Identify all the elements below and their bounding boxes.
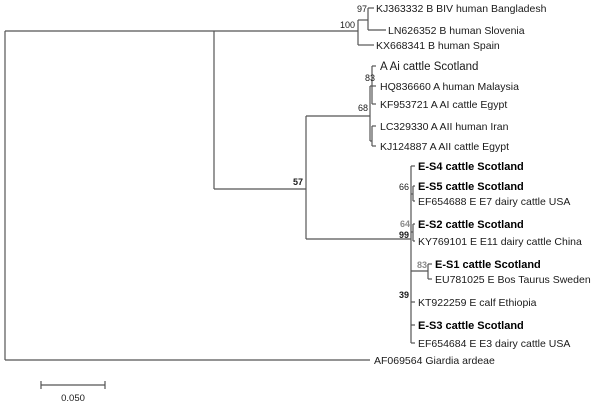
leaf-E-S4: E-S4 cattle Scotland [418, 161, 524, 173]
bootstrap-value: 97 [357, 4, 367, 14]
bootstrap-value: 57 [293, 177, 303, 187]
bootstrap-value: 99 [399, 230, 409, 240]
leaf-E-S3: E-S3 cattle Scotland [418, 320, 524, 332]
leaf-LN626352: LN626352 B human Slovenia [388, 25, 525, 37]
leaf-KY769101: KY769101 E E11 dairy cattle China [418, 236, 582, 248]
leaf-A-Ai: A Ai cattle Scotland [380, 61, 478, 73]
bootstrap-value: 83 [417, 260, 427, 270]
bootstrap-value: 39 [399, 290, 409, 300]
leaf-E-S2: E-S2 cattle Scotland [418, 219, 524, 231]
leaf-LC329330: LC329330 A AII human Iran [380, 121, 509, 133]
bootstrap-value: 100 [340, 20, 355, 30]
scale-bar-label: 0.050 [61, 393, 85, 404]
bootstrap-value: 64 [400, 219, 410, 229]
leaf-E-S5: E-S5 cattle Scotland [418, 181, 524, 193]
bootstrap-value: 66 [399, 182, 409, 192]
leaf-EF654688: EF654688 E E7 dairy cattle USA [418, 196, 570, 208]
scale-bar-line [40, 381, 106, 389]
leaf-KF953721: KF953721 A AI cattle Egypt [380, 99, 507, 111]
leaf-E-S1: E-S1 cattle Scotland [435, 259, 541, 271]
leaf-KJ124887: KJ124887 A AII cattle Egypt [380, 141, 509, 153]
leaf-KT922259: KT922259 E calf Ethiopia [418, 297, 537, 309]
tree-branches [4, 7, 432, 361]
leaf-AF069564: AF069564 Giardia ardeae [374, 355, 495, 367]
leaf-labels: KJ363332 B BIV human Bangladesh LN626352… [374, 3, 591, 367]
scale-bar: 0.050 [40, 381, 106, 404]
leaf-KJ363332: KJ363332 B BIV human Bangladesh [376, 3, 547, 15]
bootstrap-labels: 97 100 83 68 57 66 64 99 83 39 [293, 4, 427, 300]
bootstrap-value: 68 [358, 103, 368, 113]
bootstrap-value: 83 [365, 73, 375, 83]
leaf-KX668341: KX668341 B human Spain [376, 40, 500, 52]
leaf-EU781025: EU781025 E Bos Taurus Sweden [435, 274, 591, 286]
leaf-HQ836660: HQ836660 A human Malaysia [380, 81, 519, 93]
leaf-EF654684: EF654684 E E3 dairy cattle USA [418, 338, 570, 350]
